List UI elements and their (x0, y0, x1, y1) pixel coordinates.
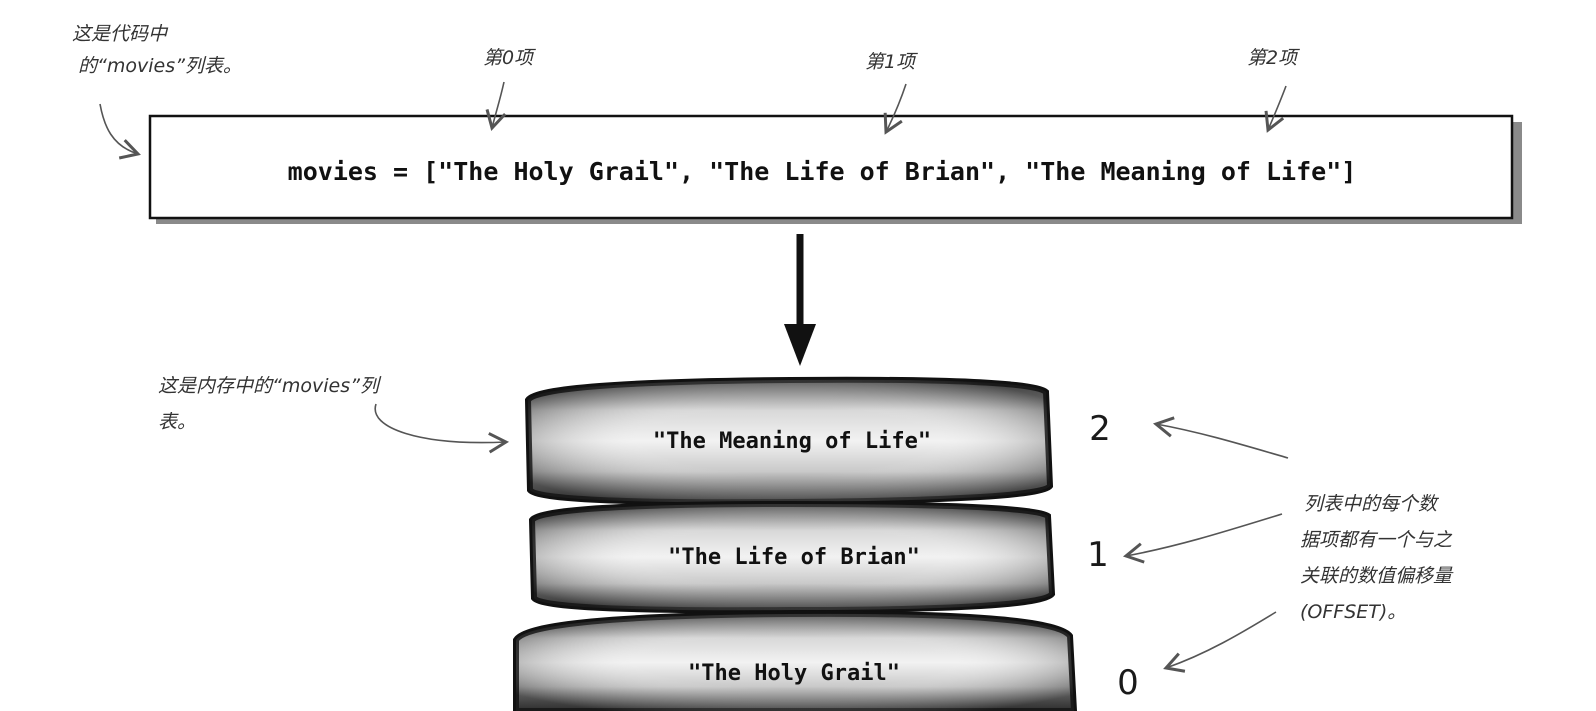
stack-slot-1: "The Life of Brian" (528, 500, 1056, 614)
item-label-0: 第0项 (483, 47, 536, 69)
note-memory-arrow (374, 403, 510, 454)
transform-arrow (784, 234, 816, 366)
memory-stack: "The Meaning of Life" "The Life of Brian… (513, 376, 1078, 711)
offset-arrow-0 (1163, 611, 1277, 673)
note-memory-list-line2: 表。 (158, 411, 196, 433)
offset-label-2: 2 (1089, 409, 1111, 449)
code-box-frame (148, 114, 1514, 220)
item-arrow-1 (883, 83, 907, 135)
note-offset-line1: 列表中的每个数 (1304, 493, 1440, 515)
note-offset-line2: 据项都有一个与之 (1300, 529, 1453, 551)
item-arrow-2 (1264, 85, 1287, 133)
code-line: movies = ["The Holy Grail", "The Life of… (288, 157, 1357, 186)
item-label-1: 第1项 (865, 51, 918, 73)
stack-slot-1-label: "The Life of Brian" (668, 545, 920, 570)
item-label-2: 第2项 (1247, 47, 1300, 69)
item-arrow-0 (485, 81, 507, 131)
note-offset-line3: 关联的数值偏移量 (1300, 565, 1454, 587)
stack-slot-0-label: "The Holy Grail" (688, 661, 900, 686)
note-code-list-line2: 的“movies”列表。 (78, 55, 242, 77)
offset-label-1: 1 (1087, 535, 1109, 575)
stack-slot-2: "The Meaning of Life" (524, 376, 1054, 506)
note-code-arrow (99, 103, 141, 160)
offset-label-0: 0 (1117, 663, 1139, 703)
stack-slot-2-label: "The Meaning of Life" (653, 429, 931, 454)
offset-arrow-1 (1122, 513, 1283, 564)
note-code-list-line1: 这是代码中 (72, 23, 169, 45)
code-list-box: movies = ["The Holy Grail", "The Life of… (148, 114, 1522, 224)
note-memory-list-line1: 这是内存中的“movies”列 (158, 375, 382, 397)
offset-arrow-2 (1152, 416, 1289, 459)
stack-slot-0: "The Holy Grail" (513, 610, 1078, 711)
note-offset-line4: (OFFSET)。 (1300, 601, 1406, 623)
